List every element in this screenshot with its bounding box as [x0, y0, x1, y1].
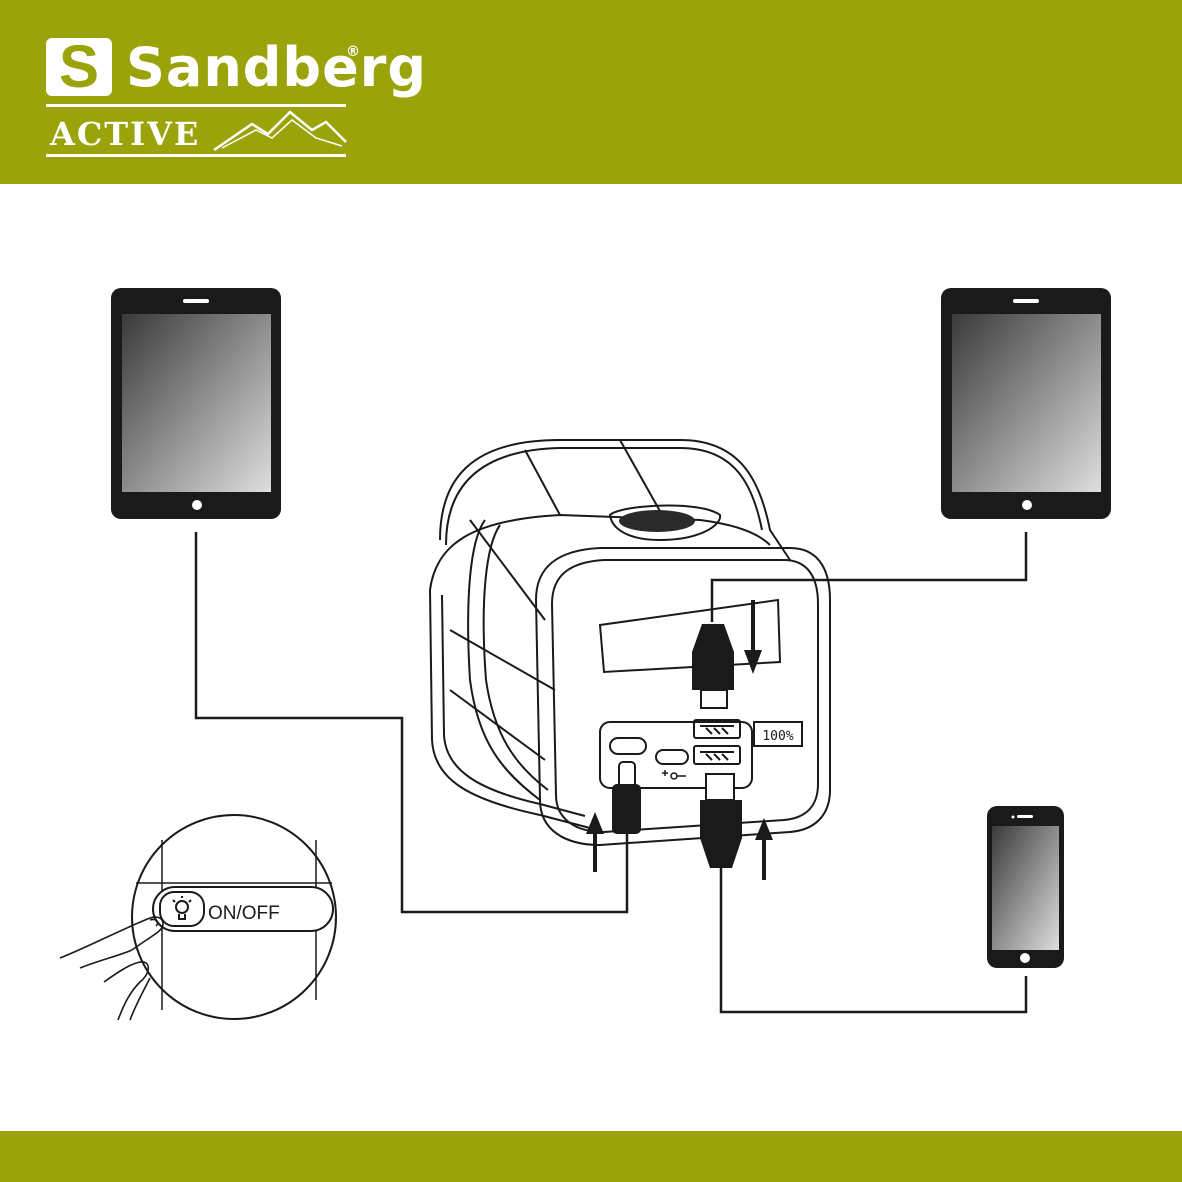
- top-button-icon: [619, 510, 695, 532]
- usb-c-plug: [612, 762, 641, 834]
- cable-phone: [721, 868, 1026, 1012]
- tablet-right-icon: [941, 288, 1111, 519]
- battery-display: 100%: [762, 729, 793, 744]
- usb-a-plug-top: [692, 624, 734, 708]
- onoff-zoom-callout: ON/OFF: [60, 815, 336, 1020]
- cable-right-tablet: [712, 532, 1026, 622]
- smartphone-icon: [987, 806, 1064, 968]
- tablet-left-icon: [111, 288, 281, 519]
- footer-bar: [0, 1131, 1182, 1182]
- onoff-label: ON/OFF: [208, 903, 280, 924]
- usb-c-input-icon: [662, 770, 686, 779]
